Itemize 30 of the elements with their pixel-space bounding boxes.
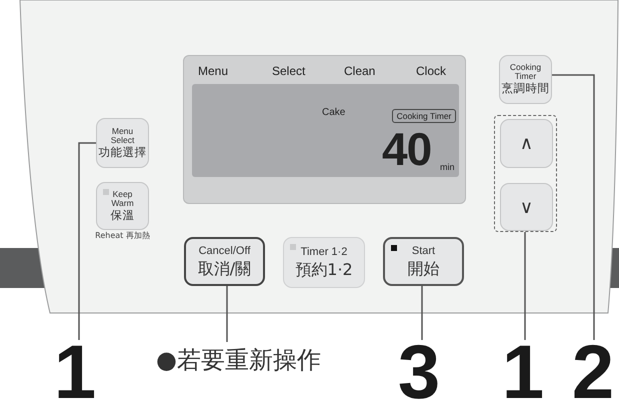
button-caption: Reheat 再加熱: [94, 231, 151, 241]
callout-number: 1: [52, 335, 98, 411]
callout-number: 2: [570, 335, 616, 411]
control-button: Cancel/Off 取消/關: [184, 237, 265, 286]
note-text: ●若要重新操作: [156, 340, 356, 380]
control-button: Menu Select 功能選擇: [96, 118, 149, 168]
leader-line: [524, 232, 526, 340]
control-button: Timer 1·2 預約1·2: [283, 237, 365, 288]
control-button: ∧: [500, 119, 553, 168]
control-button: ∨: [500, 183, 553, 231]
dashed-frame: [494, 115, 557, 232]
leader-line: [226, 286, 228, 342]
digit-readout: 40: [382, 124, 432, 174]
callout-number: 3: [396, 335, 442, 411]
leader-line: [421, 286, 423, 340]
control-button: Start 開始: [383, 237, 464, 286]
display-label: Select: [272, 64, 306, 78]
unit-label: min: [440, 162, 455, 172]
timer-button: Cooking Timer 烹調時間: [499, 55, 552, 104]
display-label: Menu: [198, 64, 228, 78]
control-button: Keep Warm 保溫: [96, 182, 149, 230]
indicator-label: Cooking Timer: [392, 109, 456, 123]
lcd-panel: [183, 55, 466, 204]
display-label: Clean: [344, 64, 376, 78]
leader-line: [552, 74, 595, 340]
display-label: Cake: [322, 107, 346, 118]
callout-number: 1: [500, 335, 546, 411]
lcd-screen: [192, 84, 459, 177]
display-label: Clock: [416, 64, 446, 78]
leader-line: [78, 142, 96, 340]
